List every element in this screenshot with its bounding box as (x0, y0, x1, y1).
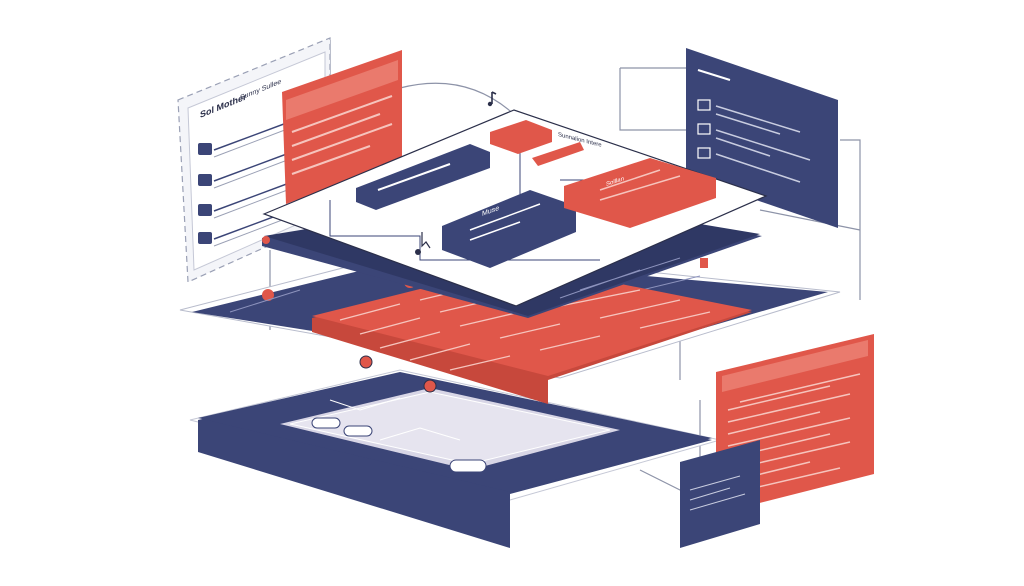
lower-right-navy-card (680, 440, 760, 548)
left-panel-list (198, 117, 301, 247)
music-note-icon (487, 91, 497, 107)
cursor-icon (421, 232, 431, 249)
left-coral-card (282, 50, 402, 204)
user-icon (262, 236, 270, 244)
node-icon (262, 289, 274, 301)
layer-top: Muse Solllan Sunnalion Intere (262, 109, 768, 307)
layer-coral (312, 264, 752, 404)
layer-bottom (189, 369, 721, 548)
